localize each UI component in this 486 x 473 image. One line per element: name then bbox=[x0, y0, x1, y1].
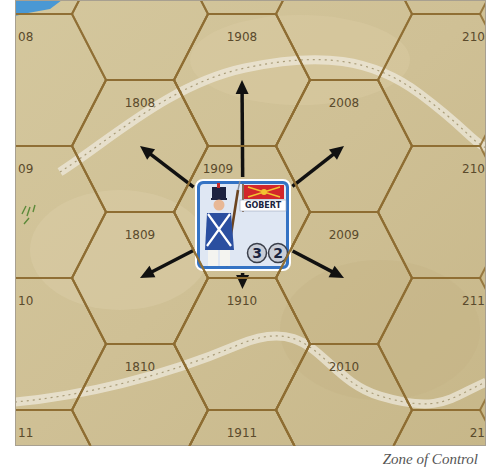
arrow-connector bbox=[140, 146, 194, 187]
hex-number: 211 bbox=[462, 294, 485, 308]
arrow-connector bbox=[140, 251, 193, 278]
road bbox=[15, 336, 486, 404]
hex-outline-shape bbox=[174, 146, 310, 278]
road bbox=[60, 60, 486, 172]
hex-number: 10 bbox=[18, 294, 33, 308]
figure-caption: Zone of Control bbox=[383, 450, 478, 468]
hex-outline-shape bbox=[174, 14, 310, 146]
hex-number: 11 bbox=[18, 426, 33, 440]
hex-map: 1908180820081909GOBERT321809200919101810… bbox=[0, 0, 486, 446]
hex-number: 21 bbox=[470, 426, 485, 440]
vegetation bbox=[22, 205, 35, 224]
arrow-head bbox=[140, 266, 155, 278]
hex-number: 1909 bbox=[203, 162, 234, 176]
hex-outline-shape bbox=[72, 80, 208, 212]
hex-number: 08 bbox=[18, 30, 33, 44]
hex-number: 210 bbox=[462, 30, 485, 44]
hex-outline-shape bbox=[72, 344, 208, 446]
hex-cell: 1910 bbox=[174, 278, 310, 410]
hex-outline-shape bbox=[276, 80, 412, 212]
hex-cell: 2009 bbox=[276, 212, 412, 344]
arrow-shaft bbox=[293, 251, 334, 272]
hex-outline-shape bbox=[174, 278, 310, 410]
hex-cell: 1810 bbox=[72, 344, 208, 446]
map-artwork bbox=[0, 0, 486, 446]
arrow-connector bbox=[236, 80, 249, 177]
hex-cell: 1911 bbox=[174, 410, 310, 446]
hex-number: 210 bbox=[462, 162, 485, 176]
hex-number: 2008 bbox=[329, 96, 360, 110]
arrow-head bbox=[140, 146, 155, 160]
hex-outline-shape bbox=[174, 410, 310, 446]
hex-number: 2009 bbox=[329, 228, 360, 242]
map-frame bbox=[16, 1, 486, 446]
arrow-connector bbox=[292, 146, 344, 186]
arrow-shaft bbox=[151, 251, 194, 273]
hex-grid bbox=[15, 0, 486, 446]
hex-number: 1810 bbox=[125, 360, 156, 374]
hex-outline bbox=[72, 344, 208, 446]
ground-patch bbox=[30, 190, 210, 310]
hex-cell: 2008 bbox=[276, 80, 412, 212]
combat-strength: 3 bbox=[247, 243, 267, 263]
hex-number: 1808 bbox=[125, 96, 156, 110]
hex-number: 1908 bbox=[227, 30, 258, 44]
hex-cell: 1908 bbox=[174, 14, 310, 146]
hex-cell: 1809 bbox=[72, 212, 208, 344]
hex-outline-shape bbox=[72, 212, 208, 344]
arrow-connector bbox=[236, 273, 249, 289]
hex-number: 1911 bbox=[227, 426, 258, 440]
ground-patch bbox=[280, 260, 480, 400]
hex-number: 09 bbox=[18, 162, 33, 176]
arrow-shaft bbox=[292, 153, 334, 186]
unit-name: GOBERT bbox=[240, 200, 286, 211]
hex-number: 1910 bbox=[227, 294, 258, 308]
connector-layer bbox=[0, 0, 486, 446]
arrow-head bbox=[329, 266, 344, 278]
unit-counter: GOBERT32 bbox=[196, 180, 290, 270]
hex-outline-shape bbox=[276, 344, 412, 446]
arrow-shaft bbox=[150, 153, 194, 187]
unit-counter-art bbox=[196, 180, 290, 270]
arrow-connector bbox=[293, 251, 344, 278]
hex-cell: 1909GOBERT32 bbox=[174, 146, 310, 278]
hex-outline-shape bbox=[276, 212, 412, 344]
hex-number: 2010 bbox=[329, 360, 360, 374]
arrow-shaft bbox=[240, 92, 244, 177]
map-ground bbox=[15, 0, 486, 446]
arrow-head bbox=[236, 80, 249, 94]
hex-outline bbox=[276, 344, 412, 446]
hex-number: 1809 bbox=[125, 228, 156, 242]
hex-cell: 2010 bbox=[276, 344, 412, 446]
arrow-head bbox=[329, 146, 344, 160]
hex-cell: 1808 bbox=[72, 80, 208, 212]
hex-outline bbox=[174, 146, 310, 278]
